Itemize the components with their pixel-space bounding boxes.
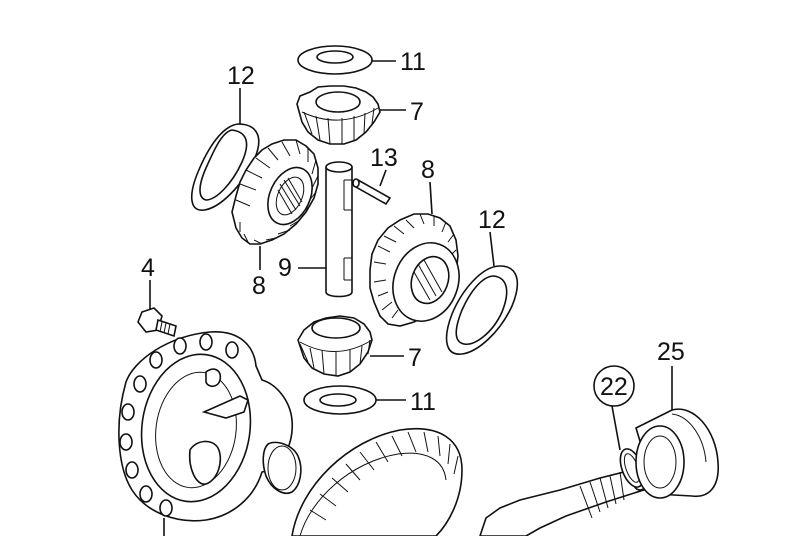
callout-shaft: 9 [278, 254, 292, 282]
lock-pin [352, 178, 392, 206]
callout-pin-small: 13 [370, 144, 398, 172]
callout-bolt: 4 [141, 254, 155, 282]
callout-side-gear-right: 8 [421, 156, 435, 184]
callout-pinion-bottom: 7 [408, 344, 422, 372]
thrust-washer-left [191, 123, 260, 211]
thrust-washer-top [297, 45, 373, 75]
ring-gear [291, 428, 463, 537]
differential-case [118, 331, 302, 522]
callout-seal-ring: 22 [600, 373, 628, 401]
pinion-shaft [325, 161, 353, 298]
pinion-gear-top [296, 85, 381, 145]
tapered-bearing [635, 408, 719, 499]
callout-labels: 11 7 12 13 8 12 9 8 4 7 11 25 22 [141, 48, 685, 416]
pinion-gear-bottom [297, 315, 373, 377]
thrust-washer-bottom [303, 385, 377, 415]
callout-thrust-right: 12 [478, 206, 506, 234]
callout-pinion-top: 7 [410, 98, 424, 126]
callout-washer-top: 11 [400, 48, 426, 76]
callout-washer-bottom: 11 [410, 388, 436, 416]
callout-thrust-left: 12 [227, 62, 255, 90]
thrust-washer-right [445, 265, 519, 355]
case-bolt [137, 307, 177, 338]
side-gear-left [231, 139, 319, 245]
callout-bearing: 25 [657, 338, 685, 366]
leader-lines [149, 60, 673, 536]
callout-circle-seal [593, 365, 635, 407]
side-gear-right [369, 213, 460, 327]
callout-side-gear-left: 8 [252, 272, 266, 300]
